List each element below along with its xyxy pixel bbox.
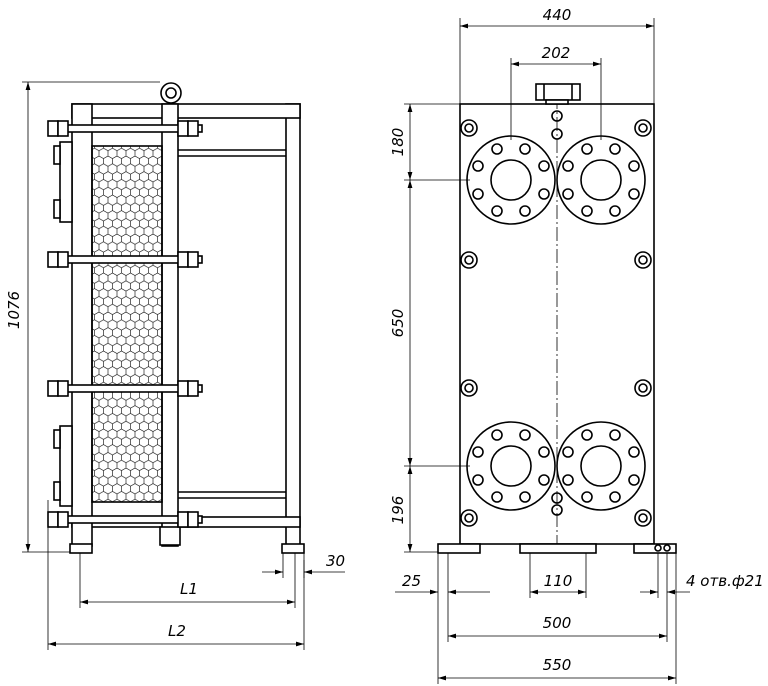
tie-bolt-2	[47, 251, 203, 268]
foot-margin-label: 25	[402, 572, 421, 590]
holes-label: 4 отв.ф21	[686, 572, 764, 590]
rear-column	[285, 103, 301, 547]
top-roller	[160, 82, 182, 104]
top-guide-bar	[71, 103, 301, 119]
height-label: 1076	[5, 291, 23, 329]
base-left	[437, 543, 481, 554]
base-center	[519, 543, 597, 554]
l2-label: L2	[168, 622, 186, 640]
tie-bolt-3	[47, 380, 203, 397]
hole-spacing-label: 500	[543, 614, 572, 632]
tie-bolt-1	[47, 120, 203, 137]
front-view: 440 202 180 650 196 25 110	[389, 6, 764, 684]
flange-bottom-right	[556, 421, 646, 511]
lower-nozzle-flange	[59, 425, 73, 507]
top-fitting	[535, 83, 581, 101]
tie-bolt-4	[47, 511, 203, 528]
pressure-plate	[161, 103, 179, 547]
width-label: 440	[543, 6, 572, 24]
pressure-plate-foot	[159, 526, 181, 546]
upper-nozzle-flange	[59, 141, 73, 223]
l1-label: L1	[180, 580, 198, 598]
port-vertical-label: 650	[389, 309, 407, 338]
flange-label: 30	[326, 552, 345, 570]
foot-center-label: 110	[544, 572, 573, 590]
bottom-offset-label: 196	[389, 496, 407, 525]
fixed-plate	[71, 103, 93, 547]
side-view: 1076 30 L1 L2	[5, 81, 345, 650]
plate-pack	[91, 145, 163, 503]
base-width-label: 550	[543, 656, 572, 674]
front-foot	[69, 543, 93, 554]
rear-foot	[281, 543, 305, 554]
frame-bolts	[460, 119, 652, 527]
port-spacing-label: 202	[542, 44, 571, 62]
top-offset-label: 180	[389, 128, 407, 157]
